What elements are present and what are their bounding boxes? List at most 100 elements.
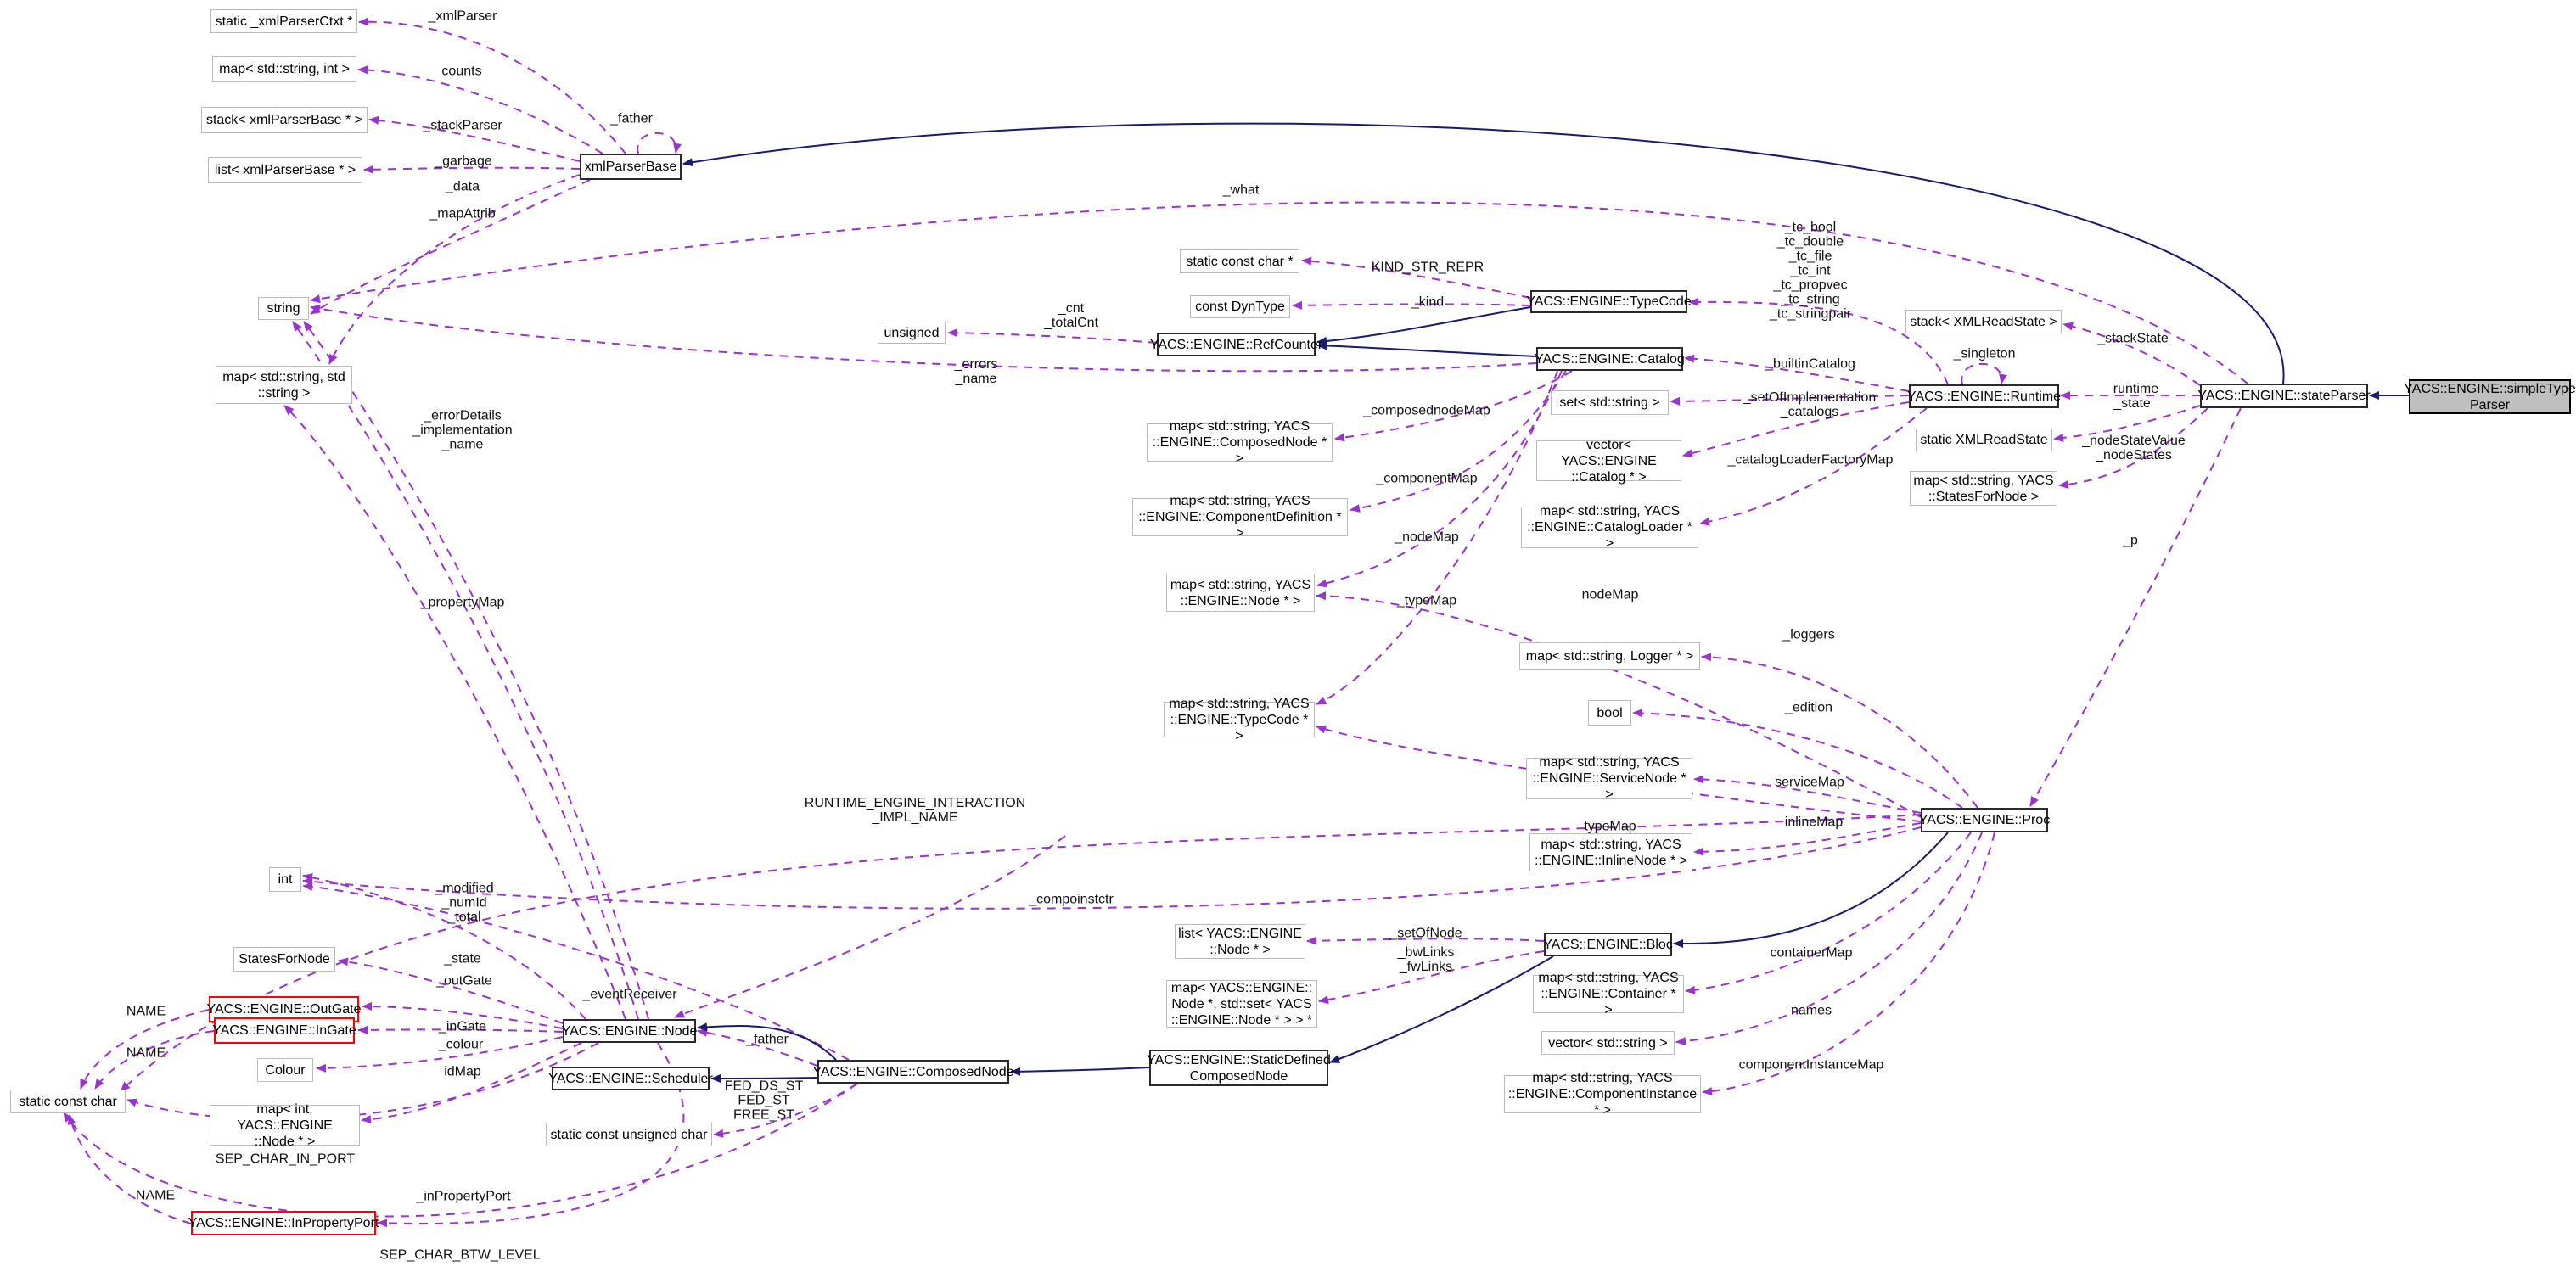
edge-label: _stackParser: [423, 118, 502, 133]
graph-node-ingate[interactable]: YACS::ENGINE::InGate: [212, 1017, 356, 1044]
edge-label: _inGate: [438, 1019, 487, 1034]
edge-label: _setOfNode: [1389, 926, 1462, 941]
inheritance-edge: [1673, 832, 1949, 949]
graph-node-static-const-unsigned-char: static const unsigned char: [546, 1123, 712, 1146]
collaboration-edge: [126, 1042, 599, 1121]
collaboration-edge: [357, 65, 603, 154]
edge-label: NAME: [126, 1004, 166, 1019]
collaboration-edge: [1334, 370, 1573, 442]
collaboration-edge: [1301, 256, 1531, 299]
graph-node-typecode[interactable]: YACS::ENGINE::TypeCode: [1526, 290, 1692, 313]
graph-node-refcounter[interactable]: YACS::ENGINE::RefCounter: [1150, 333, 1322, 356]
inheritance-edge: [1010, 1067, 1150, 1076]
inheritance-edge: [1329, 955, 1554, 1063]
graph-node-map-container: map< std::string, YACS ::ENGINE::Contain…: [1533, 971, 1684, 1017]
graph-node-proc[interactable]: YACS::ENGINE::Proc: [1919, 808, 2050, 832]
edge-label: _father: [610, 111, 653, 126]
edge-label: _catalogLoaderFactoryMap: [1727, 452, 1894, 468]
inheritance-edge: [1316, 341, 1537, 357]
inheritance-edge: [697, 1022, 837, 1061]
collaboration-edge: [1632, 709, 1963, 809]
edge-label: _bwLinks _fwLinks: [1397, 945, 1455, 974]
graph-node-map-statesfornode: map< std::string, YACS ::StatesForNode >: [1910, 471, 2057, 506]
graph-node-vector-string: vector< std::string >: [1541, 1031, 1675, 1055]
collaboration-edge: [316, 1036, 564, 1073]
graph-node-map-composednode: map< std::string, YACS ::ENGINE::Compose…: [1147, 419, 1333, 466]
edge-label: _errorDetails _implementation _name: [412, 408, 513, 452]
collaboration-edge: [1684, 354, 1910, 392]
edge-label: _outGate: [436, 973, 492, 989]
edge-label: _eventReceiver: [582, 987, 677, 1002]
graph-node-map-node: map< std::string, YACS ::ENGINE::Node * …: [1166, 574, 1315, 612]
collaboration-edge: [377, 1042, 685, 1228]
collaboration-edge: [1693, 775, 1922, 814]
collaboration-edge: [302, 826, 1922, 910]
edge-label: _mapAttrib: [429, 206, 496, 221]
graph-node-simpletypeparser[interactable]: YACS::ENGINE::simpleType Parser: [2404, 379, 2576, 414]
edge-label: _father: [746, 1032, 789, 1047]
graph-node-stateparser[interactable]: YACS::ENGINE::stateParser: [2197, 384, 2371, 408]
edge-label: componentInstanceMap: [1738, 1057, 1884, 1073]
edge-label: _setOfImplementation _catalogs: [1743, 390, 1877, 419]
edge-label: _edition: [1784, 700, 1833, 715]
edge-label: RUNTIME_ENGINE_INTERACTION _IMPL_NAME: [804, 796, 1026, 825]
graph-node-map-node-set: map< YACS::ENGINE:: Node *, std::set< YA…: [1166, 980, 1317, 1028]
collaboration-edge: [1316, 370, 1558, 705]
graph-node-runtime[interactable]: YACS::ENGINE::Runtime: [1907, 384, 2061, 408]
collaboration-edge: [310, 201, 2248, 384]
edge-label: typeMap: [1584, 819, 1636, 834]
edge-label: _state: [444, 951, 481, 966]
edge-label: KIND_STR_REPR: [1371, 260, 1484, 275]
collaboration-edge: [1306, 936, 1545, 945]
collaboration-edge: [358, 17, 626, 154]
edge-label: _errors _name: [954, 357, 998, 386]
edge-label: _cnt _totalCnt: [1043, 301, 1099, 330]
collaboration-edge: [303, 321, 649, 1020]
graph-node-catalog[interactable]: YACS::ENGINE::Catalog: [1535, 347, 1685, 371]
edge-label: counts: [441, 64, 482, 79]
edge-label: _loggers: [1782, 627, 1835, 642]
collaboration-edge: [67, 1114, 192, 1224]
graph-node-map-string-string: map< std::string, std ::string >: [216, 366, 352, 404]
collaboration-edge: [1675, 832, 1983, 1046]
graph-node-node[interactable]: YACS::ENGINE::Node: [562, 1019, 697, 1043]
collaboration-edge: [1670, 395, 1910, 406]
collaboration-edge: [80, 1009, 210, 1090]
collaboration-edge: [362, 1002, 564, 1029]
graph-node-composednode[interactable]: YACS::ENGINE::ComposedNode: [812, 1060, 1014, 1084]
graph-node-map-componentinstance: map< std::string, YACS ::ENGINE::Compone…: [1504, 1071, 1701, 1118]
collaboration-edge: [368, 115, 581, 162]
collaboration-edge: [1292, 300, 1531, 310]
collaboration-edge: [674, 835, 1066, 1018]
collaboration-edge: [1682, 401, 1910, 458]
graph-node-xmlparserbase[interactable]: xmlParserBase: [580, 154, 682, 180]
graph-node-staticdefinedcomposednode[interactable]: YACS::ENGINE::StaticDefined ComposedNode: [1147, 1050, 1331, 1086]
edge-label: _builtinCatalog: [1765, 356, 1855, 372]
collaboration-edge: [310, 304, 1537, 373]
inheritance-edge: [1316, 306, 1531, 345]
graph-node-inpropertyport[interactable]: YACS::ENGINE::InPropertyPort: [188, 1211, 379, 1235]
edge-label: _data: [445, 179, 480, 194]
edge-label: _colour: [438, 1037, 484, 1052]
edge-label: _inPropertyPort: [416, 1189, 511, 1204]
graph-node-statesfornode: StatesForNode: [233, 947, 335, 972]
graph-node-static-xmlparserctxt: static _xmlParserCtxt *: [210, 9, 357, 33]
graph-node-scheduler[interactable]: YACS::ENGINE::Scheduler: [548, 1067, 713, 1090]
inheritance-edge: [682, 122, 2285, 384]
edge-label: _propertyMap: [420, 595, 505, 610]
collaboration-edge: [302, 873, 586, 1020]
collaboration-edge: [947, 328, 1158, 344]
collaboration-edge: [637, 132, 682, 154]
graph-node-colour: Colour: [257, 1058, 313, 1082]
graph-node-vector-catalog: vector< YACS::ENGINE ::Catalog * >: [1536, 438, 1681, 485]
graph-node-static-xmlreadstate: static XMLReadState: [1916, 429, 2052, 451]
edge-label: NAME: [135, 1188, 176, 1203]
collaboration-edge: [1961, 362, 2007, 385]
collaboration-edge: [1350, 370, 1567, 513]
inheritance-edge: [710, 1073, 818, 1083]
graph-node-static-const-char: static const char: [10, 1090, 126, 1113]
collaboration-edge: [1693, 822, 1922, 856]
graph-node-bloc[interactable]: YACS::ENGINE::Bloc: [1543, 933, 1673, 956]
